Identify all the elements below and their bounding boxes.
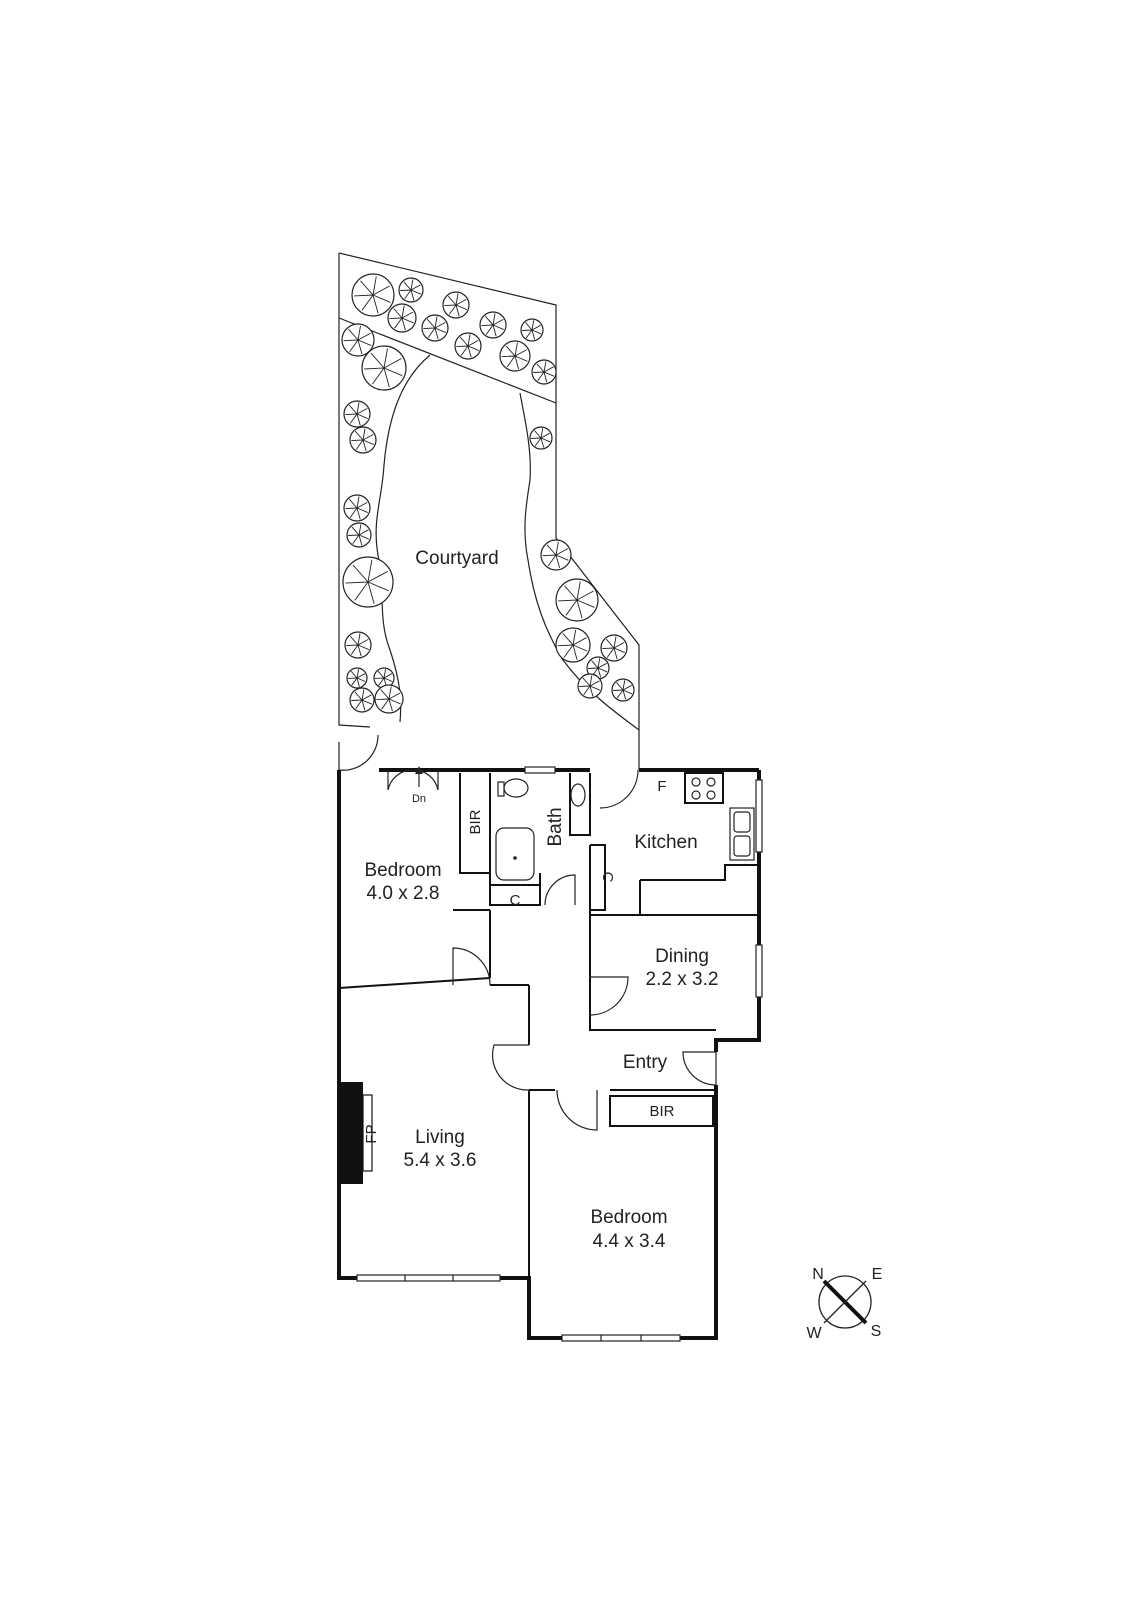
tree-icon (343, 400, 371, 428)
basin (570, 783, 586, 807)
tree-icon (499, 340, 531, 372)
windows (356, 766, 763, 1342)
compass-e: E (872, 1266, 883, 1283)
tree-icon (346, 667, 368, 689)
stove (691, 777, 716, 800)
tree-icon (349, 426, 377, 454)
tree-icon (346, 522, 372, 548)
fireplace-label: FP (363, 1124, 380, 1143)
entry-label: Entry (623, 1052, 668, 1073)
tree-icon (373, 667, 395, 689)
bedroom1-size: 4.0 x 2.8 (367, 883, 440, 904)
tree-icon (344, 631, 372, 659)
tree-icon (387, 303, 417, 333)
tree-icon (611, 678, 635, 702)
tree-icon (577, 673, 603, 699)
bath-label: Bath (545, 807, 566, 846)
tree-icon (555, 578, 599, 622)
kitchen-label: Kitchen (634, 832, 697, 853)
doors (387, 769, 717, 1131)
cupboard-bath-label: C (510, 892, 521, 909)
tree-icon (442, 291, 470, 319)
bir-bedroom2-label: BIR (649, 1103, 674, 1120)
tree-icon (531, 359, 557, 385)
tree-icon (529, 426, 553, 450)
tree-icon (342, 556, 394, 608)
exterior-walls (337, 768, 761, 1340)
tree-icon (374, 684, 404, 714)
dining-name: Dining (655, 946, 709, 967)
tree-icon (361, 345, 407, 391)
stairs-down-arrow-icon (415, 766, 423, 787)
courtyard-label: Courtyard (415, 548, 498, 569)
bedroom2-size: 4.4 x 3.4 (593, 1231, 666, 1252)
bedroom1-name: Bedroom (364, 860, 441, 881)
compass: N E S W (806, 1266, 882, 1342)
tree-icon (421, 314, 449, 342)
bir-bedroom1-label: BIR (467, 809, 484, 834)
tree-icon (555, 627, 591, 663)
tree-icon (351, 273, 395, 317)
stairs-down-label: Dn (412, 793, 426, 805)
tree-icon (540, 539, 572, 571)
tree-icon (398, 277, 424, 303)
dining-size: 2.2 x 3.2 (646, 969, 719, 990)
living-size: 5.4 x 3.6 (404, 1150, 477, 1171)
bedroom2-name: Bedroom (590, 1207, 667, 1228)
tree-icon (600, 634, 628, 662)
courtyard-area (338, 252, 640, 771)
courtyard-trees (341, 273, 635, 714)
tree-icon (349, 687, 375, 713)
compass-s: S (871, 1323, 882, 1340)
cupboard-hall-label: C (599, 872, 616, 883)
kitchen-sink (729, 807, 755, 861)
living-name: Living (415, 1127, 465, 1148)
tree-icon (479, 311, 507, 339)
bathtub (495, 827, 535, 881)
compass-n: N (812, 1266, 824, 1283)
interior-walls (338, 773, 759, 1278)
compass-w: W (806, 1325, 822, 1342)
tree-icon (520, 318, 544, 342)
fridge-label: F (657, 778, 666, 795)
fixtures (415, 766, 759, 915)
labels: Courtyard Bedroom 4.0 x 2.8 BIR Bath C C… (363, 548, 718, 1252)
tree-icon (341, 323, 375, 357)
fireplace-block (341, 1082, 363, 1184)
toilet (503, 778, 529, 798)
tree-icon (343, 494, 371, 522)
tree-icon (454, 332, 482, 360)
